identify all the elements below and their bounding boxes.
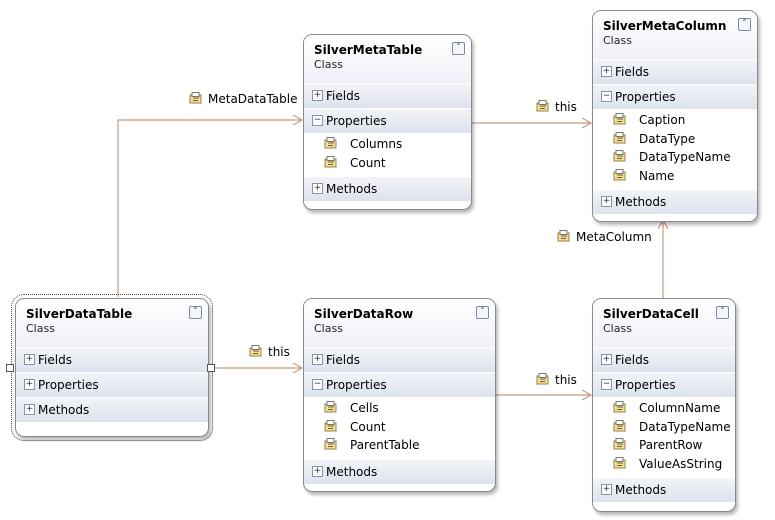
property-item[interactable]: ValueAsString — [593, 455, 735, 474]
property-item[interactable]: ParentTable — [304, 436, 495, 455]
section-properties[interactable]: − Properties — [304, 108, 471, 133]
class-header[interactable]: SilverDataCell Class ˄ — [593, 299, 735, 347]
plus-box-icon[interactable]: + — [601, 196, 612, 207]
property-icon — [324, 438, 337, 450]
double-chevron-up-icon[interactable]: ˄ — [452, 42, 465, 55]
plus-box-icon[interactable]: + — [312, 183, 323, 194]
property-icon — [324, 155, 337, 167]
property-item[interactable]: ColumnName — [593, 399, 735, 418]
class-name: SilverMetaColumn — [603, 19, 727, 33]
connector-metadatatable — [117, 120, 302, 297]
class-header[interactable]: SilverDataTable Class ˄ — [16, 299, 208, 347]
section-fields[interactable]: + Fields — [16, 347, 208, 372]
plus-box-icon[interactable]: + — [24, 404, 35, 415]
property-icon — [249, 345, 262, 357]
connection-port[interactable] — [207, 364, 215, 372]
property-list: ColumnName DataTypeName ParentRow ValueA… — [593, 397, 735, 477]
section-fields[interactable]: + Fields — [304, 347, 495, 372]
class-silvermetatable[interactable]: SilverMetaTable Class ˄ + Fields − Prope… — [303, 34, 472, 210]
section-fields[interactable]: + Fields — [593, 347, 735, 372]
plus-box-icon[interactable]: + — [601, 354, 612, 365]
assoc-label-meta-this[interactable]: this — [536, 100, 577, 114]
property-list: Columns Count — [304, 133, 471, 176]
property-item[interactable]: Cells — [304, 399, 495, 418]
class-kind: Class — [603, 322, 632, 335]
double-chevron-up-icon[interactable]: ˄ — [738, 18, 751, 31]
property-icon — [189, 92, 202, 104]
property-item[interactable]: Name — [593, 167, 757, 186]
section-properties[interactable]: − Properties — [593, 84, 757, 109]
property-icon — [536, 373, 549, 385]
property-item[interactable]: Caption — [593, 111, 757, 130]
section-methods[interactable]: + Methods — [304, 458, 495, 484]
double-chevron-up-icon[interactable]: ˄ — [716, 306, 729, 319]
property-item[interactable]: Count — [304, 418, 495, 437]
property-icon — [613, 113, 626, 125]
property-icon — [613, 438, 626, 450]
minus-box-icon[interactable]: − — [312, 115, 323, 126]
section-methods[interactable]: + Methods — [304, 176, 471, 201]
class-header[interactable]: SilverMetaColumn Class ˄ — [593, 11, 757, 59]
double-chevron-up-icon[interactable]: ˄ — [189, 306, 202, 319]
property-icon — [324, 401, 337, 413]
class-kind: Class — [603, 34, 632, 47]
section-properties[interactable]: − Properties — [304, 372, 495, 397]
class-silverdatarow[interactable]: SilverDataRow Class ˄ + Fields − Propert… — [303, 298, 496, 492]
plus-box-icon[interactable]: + — [312, 90, 323, 101]
property-icon — [324, 419, 337, 431]
plus-box-icon[interactable]: + — [601, 66, 612, 77]
assoc-label-row-cell[interactable]: this — [536, 373, 577, 387]
class-kind: Class — [314, 58, 343, 71]
class-name: SilverDataTable — [26, 307, 133, 321]
property-icon — [613, 401, 626, 413]
minus-box-icon[interactable]: − — [601, 91, 612, 102]
property-item[interactable]: DataType — [593, 130, 757, 149]
section-fields[interactable]: + Fields — [593, 59, 757, 84]
assoc-label-metacolumn[interactable]: MetaColumn — [557, 230, 652, 244]
property-icon — [613, 168, 626, 180]
class-name: SilverMetaTable — [314, 43, 423, 57]
section-properties[interactable]: + Properties — [16, 372, 208, 397]
class-kind: Class — [314, 322, 343, 335]
section-properties[interactable]: − Properties — [593, 372, 735, 397]
assoc-label-table-row[interactable]: this — [249, 345, 290, 359]
double-chevron-up-icon[interactable]: ˄ — [476, 306, 489, 319]
class-kind: Class — [26, 322, 55, 335]
property-icon — [613, 419, 626, 431]
class-name: SilverDataRow — [314, 307, 414, 321]
class-header[interactable]: SilverDataRow Class ˄ — [304, 299, 495, 347]
property-icon — [557, 230, 570, 242]
plus-box-icon[interactable]: + — [312, 354, 323, 365]
property-item[interactable]: DataTypeName — [593, 148, 757, 167]
class-silvermetacolumn[interactable]: SilverMetaColumn Class ˄ + Fields − Prop… — [592, 10, 758, 222]
class-name: SilverDataCell — [603, 307, 699, 321]
property-item[interactable]: Count — [304, 154, 471, 173]
plus-box-icon[interactable]: + — [312, 465, 323, 477]
plus-box-icon[interactable]: + — [24, 379, 35, 390]
plus-box-icon[interactable]: + — [601, 484, 612, 495]
connection-port[interactable] — [6, 364, 14, 372]
property-item[interactable]: DataTypeName — [593, 418, 735, 437]
class-silverdatatable[interactable]: SilverDataTable Class ˄ + Fields + Prope… — [11, 294, 213, 441]
class-silverdatacell[interactable]: SilverDataCell Class ˄ + Fields − Proper… — [592, 298, 736, 512]
section-fields[interactable]: + Fields — [304, 83, 471, 108]
property-icon — [613, 131, 626, 143]
property-icon — [613, 456, 626, 468]
property-item[interactable]: ParentRow — [593, 436, 735, 455]
plus-box-icon[interactable]: + — [24, 354, 35, 365]
minus-box-icon[interactable]: − — [601, 379, 612, 390]
property-item[interactable]: Columns — [304, 135, 471, 154]
section-methods[interactable]: + Methods — [16, 397, 208, 422]
property-icon — [536, 100, 549, 112]
section-methods[interactable]: + Methods — [593, 477, 735, 502]
minus-box-icon[interactable]: − — [312, 379, 323, 390]
property-list: Cells Count ParentTable — [304, 397, 495, 459]
property-icon — [324, 137, 337, 149]
assoc-label-metadatatable[interactable]: MetaDataTable — [189, 92, 297, 106]
class-header[interactable]: SilverMetaTable Class ˄ — [304, 35, 471, 83]
property-icon — [613, 150, 626, 162]
property-list: Caption DataType DataTypeName Name — [593, 109, 757, 189]
section-methods[interactable]: + Methods — [593, 189, 757, 214]
